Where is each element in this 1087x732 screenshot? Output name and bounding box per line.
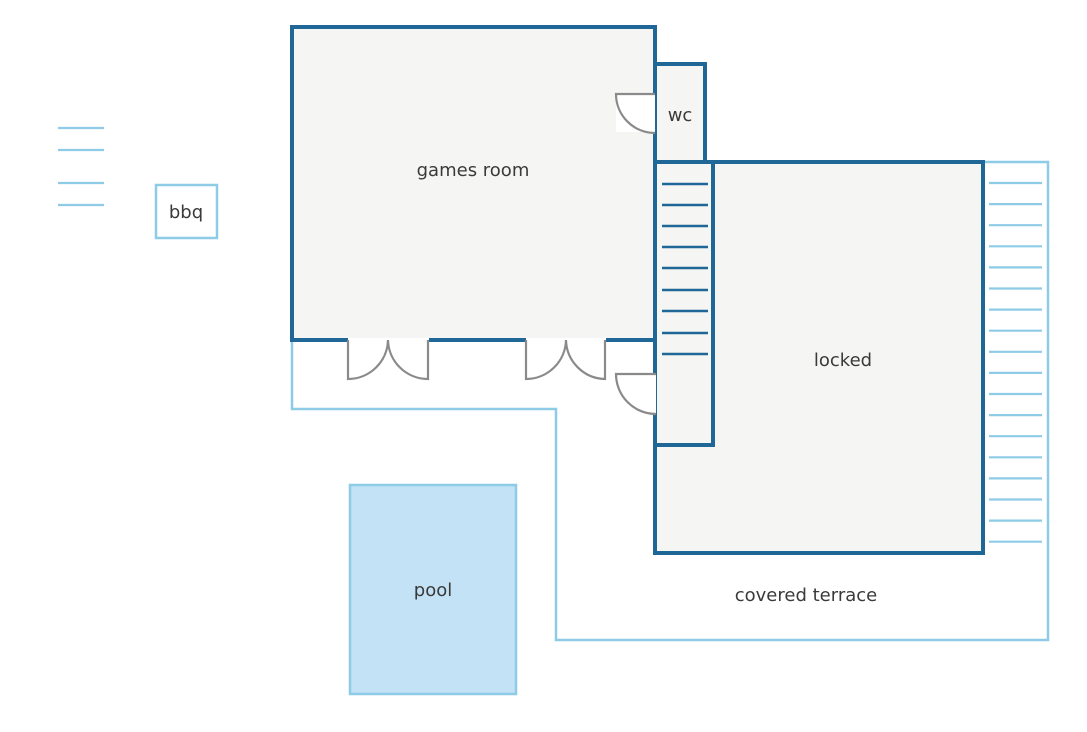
deck-boards [989,181,1042,543]
door-stairs [614,372,657,416]
label-pool: pool [414,580,452,601]
terrace-outline [290,160,1050,642]
games-room [290,25,657,342]
label-games-room: games room [417,160,530,181]
double-door-right [524,338,607,381]
staircase [653,160,715,447]
bbq-box [154,183,219,240]
garden-steps [58,126,104,207]
label-wc: wc [668,105,693,126]
double-door-left [346,338,430,381]
label-locked: locked [814,350,872,371]
door-wc [614,92,656,135]
label-covered-terrace: covered terrace [735,585,877,606]
pool-area [348,483,518,696]
label-bbq: bbq [169,202,203,223]
